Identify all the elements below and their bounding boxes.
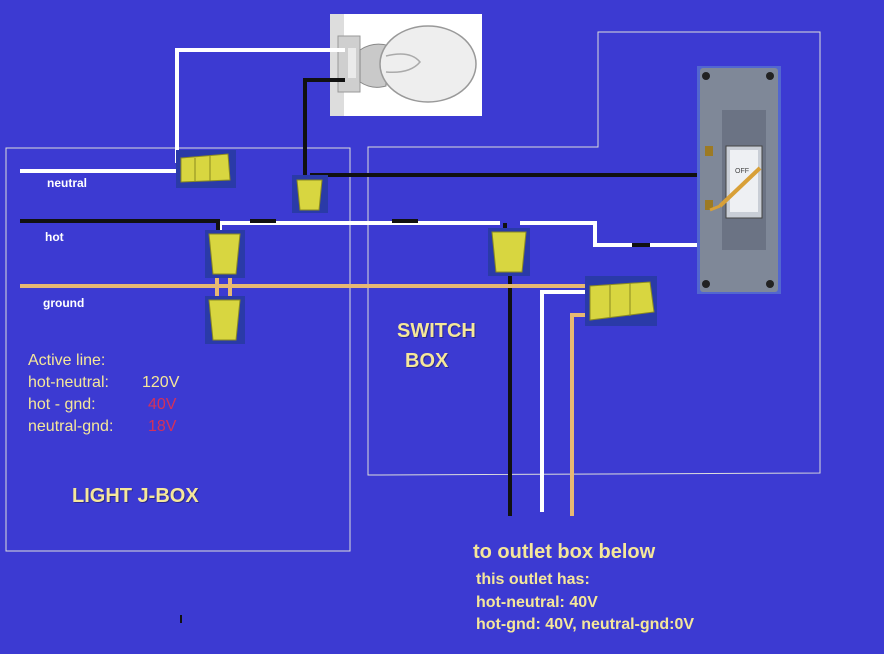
outlet-note: hot-gnd: 40V, neutral-gnd:0V — [476, 616, 695, 633]
measurement-label: hot-neutral: — [28, 374, 109, 391]
active-line-title: Active line: — [28, 352, 106, 369]
light-jbox-label: LIGHT J-BOX — [72, 485, 199, 507]
wire-nut-hot-bulb — [292, 175, 328, 213]
wire-nut-hot-light — [205, 230, 245, 278]
measurement-value: 18V — [148, 418, 177, 435]
wire-nut-ground-light — [205, 296, 245, 344]
wire-nut-ground-switch — [585, 276, 657, 326]
wall-switch-icon — [697, 66, 781, 294]
outlet-title: to outlet box below — [473, 541, 656, 563]
measurement-value: 120V — [142, 374, 180, 391]
light-bulb-icon — [330, 14, 482, 116]
wire-nut-hot-switch — [488, 228, 530, 276]
switch-box-label-line2: BOX — [405, 350, 449, 372]
measurement-value: 40V — [148, 396, 177, 413]
switch-state-label: OFF — [735, 168, 749, 175]
ground-wire-label: ground — [43, 296, 85, 310]
outlet-note: this outlet has: — [476, 571, 590, 588]
measurement-label: neutral-gnd: — [28, 418, 114, 435]
switch-box-label-line1: SWITCH — [397, 320, 476, 342]
measurement-row: hot-neutral: 120V — [28, 374, 208, 392]
measurement-row: hot - gnd: 40V — [28, 396, 208, 414]
measurement-row: neutral-gnd: 18V — [28, 418, 208, 436]
wire-nut-neutral-light — [176, 150, 236, 188]
switch-box-outline — [367, 31, 821, 476]
measurement-label: hot - gnd: — [28, 396, 96, 413]
neutral-wire-label: neutral — [47, 176, 88, 190]
outlet-note: hot-neutral: 40V — [476, 594, 598, 611]
hot-wire-label: hot — [45, 230, 64, 244]
